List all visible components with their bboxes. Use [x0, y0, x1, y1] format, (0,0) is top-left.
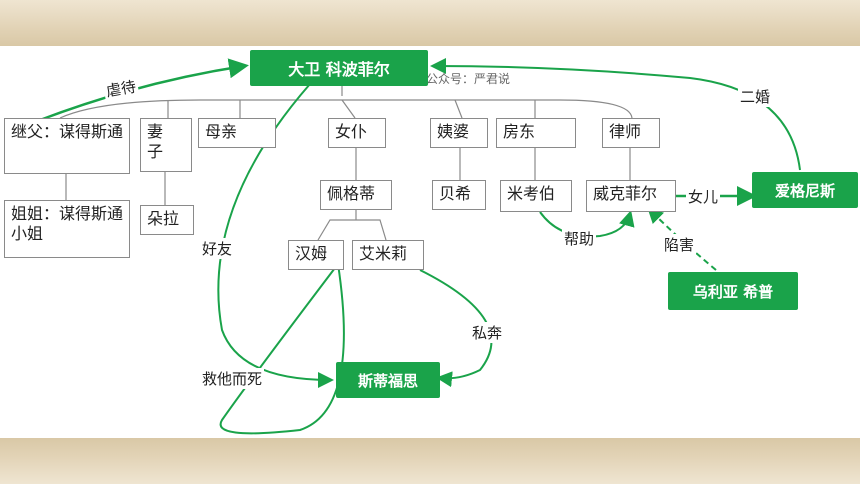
label-died-saving: 救他而死: [200, 368, 265, 389]
bottom-frame-band: [0, 438, 860, 484]
node-steerforth: 斯蒂福思: [336, 362, 440, 398]
node-emily: 艾米莉: [352, 240, 424, 270]
node-ham: 汉姆: [288, 240, 344, 270]
node-stepsister-text: 姐姐：谋得斯通小姐: [11, 204, 124, 243]
node-betsey: 贝希: [432, 180, 486, 210]
node-aunt: 姨婆: [430, 118, 488, 148]
node-uriah: 乌利亚 希普: [668, 272, 798, 310]
node-wife: 妻子: [140, 118, 192, 172]
node-stepsister: 姐姐：谋得斯通小姐: [4, 200, 130, 258]
watermark: 公众号：严君说: [426, 72, 511, 86]
label-remarry: 二婚: [738, 86, 773, 107]
node-wife-text: 妻子: [147, 122, 164, 161]
node-dora: 朵拉: [140, 205, 194, 235]
node-agnes: 爱格尼斯: [752, 172, 858, 208]
node-lawyer: 律师: [602, 118, 660, 148]
label-elope: 私奔: [470, 322, 505, 343]
node-stepfather: 继父：谋得斯通: [4, 118, 130, 174]
node-landlord: 房东: [496, 118, 576, 148]
node-wickfield: 威克菲尔: [586, 180, 676, 212]
node-maid: 女仆: [328, 118, 386, 148]
node-stepfather-text: 继父：谋得斯通: [11, 122, 124, 141]
label-daughter: 女儿: [686, 186, 721, 207]
label-frame-up: 陷害: [662, 234, 697, 255]
label-help: 帮助: [562, 228, 597, 249]
label-friend: 好友: [200, 238, 235, 259]
node-mother: 母亲: [198, 118, 276, 148]
top-frame-band: [0, 0, 860, 46]
node-david: 大卫 科波菲尔: [250, 50, 428, 86]
family-tree-lines: [59, 84, 633, 241]
node-micawber: 米考伯: [500, 180, 572, 212]
node-peggotty: 佩格蒂: [320, 180, 392, 210]
